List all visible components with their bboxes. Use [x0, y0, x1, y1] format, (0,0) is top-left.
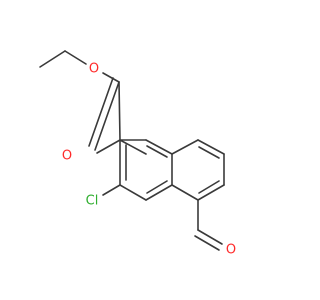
bond-c7-c8 — [145, 139, 173, 155]
bond-o-ester-c-carbonyl — [102, 72, 120, 83]
bond-ch2-o-ester — [64, 50, 87, 65]
bond-c4-c5 — [119, 184, 147, 201]
bond-carbonyl-ring — [118, 81, 121, 141]
bond-carbonyl-ring-2 — [96, 139, 121, 154]
bond-c7-c8-inner — [146, 145, 168, 158]
bond-c9-c10 — [197, 139, 225, 155]
molecule-canvas: O O Cl O — [39, 50, 236, 258]
bond-c7-c9 — [171, 139, 199, 155]
bond-c2-c3 — [119, 139, 147, 155]
bond-c5-c6 — [145, 184, 173, 201]
atom-o-aldehyde: O — [226, 243, 236, 258]
atom-o-ester: O — [89, 62, 99, 77]
atom-cl: Cl — [86, 194, 99, 209]
structure-diagram: O O Cl O — [39, 50, 236, 258]
atom-o-carbonyl: O — [62, 149, 72, 164]
bond-c9-c10-inner — [198, 146, 220, 159]
bond-carbonyl-double-a — [94, 81, 120, 151]
bond-c11-c12 — [197, 184, 225, 201]
bond-c4-cl — [102, 184, 121, 196]
bond-cho-o-a — [197, 229, 223, 245]
bond-carbonyl-double-b — [88, 77, 114, 147]
bond-ch3-ch2 — [39, 50, 66, 68]
bond-cho-o-b — [194, 235, 220, 251]
bond-c11-c12-inner — [198, 180, 220, 194]
bond-c5-c6-inner — [146, 180, 168, 194]
bond-c12-c6 — [171, 184, 199, 201]
